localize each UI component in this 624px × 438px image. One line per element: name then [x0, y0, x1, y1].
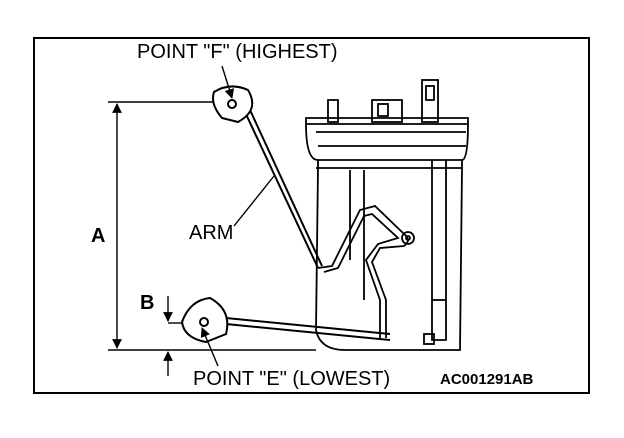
fuel-pump-module — [305, 79, 469, 351]
figure-code: AC001291AB — [440, 371, 534, 388]
arm-label: ARM — [189, 222, 234, 244]
float-arm — [225, 109, 391, 341]
figure-frame — [33, 37, 590, 394]
float-lowest — [180, 296, 229, 344]
dimension-b-label: B — [140, 292, 155, 314]
point-f-label: POINT "F" (HIGHEST) — [137, 41, 338, 63]
point-e-label: POINT "E" (LOWEST) — [193, 368, 391, 390]
dimension-a-label: A — [91, 225, 106, 247]
float-highest — [212, 85, 254, 124]
dimension-lines — [108, 65, 316, 376]
